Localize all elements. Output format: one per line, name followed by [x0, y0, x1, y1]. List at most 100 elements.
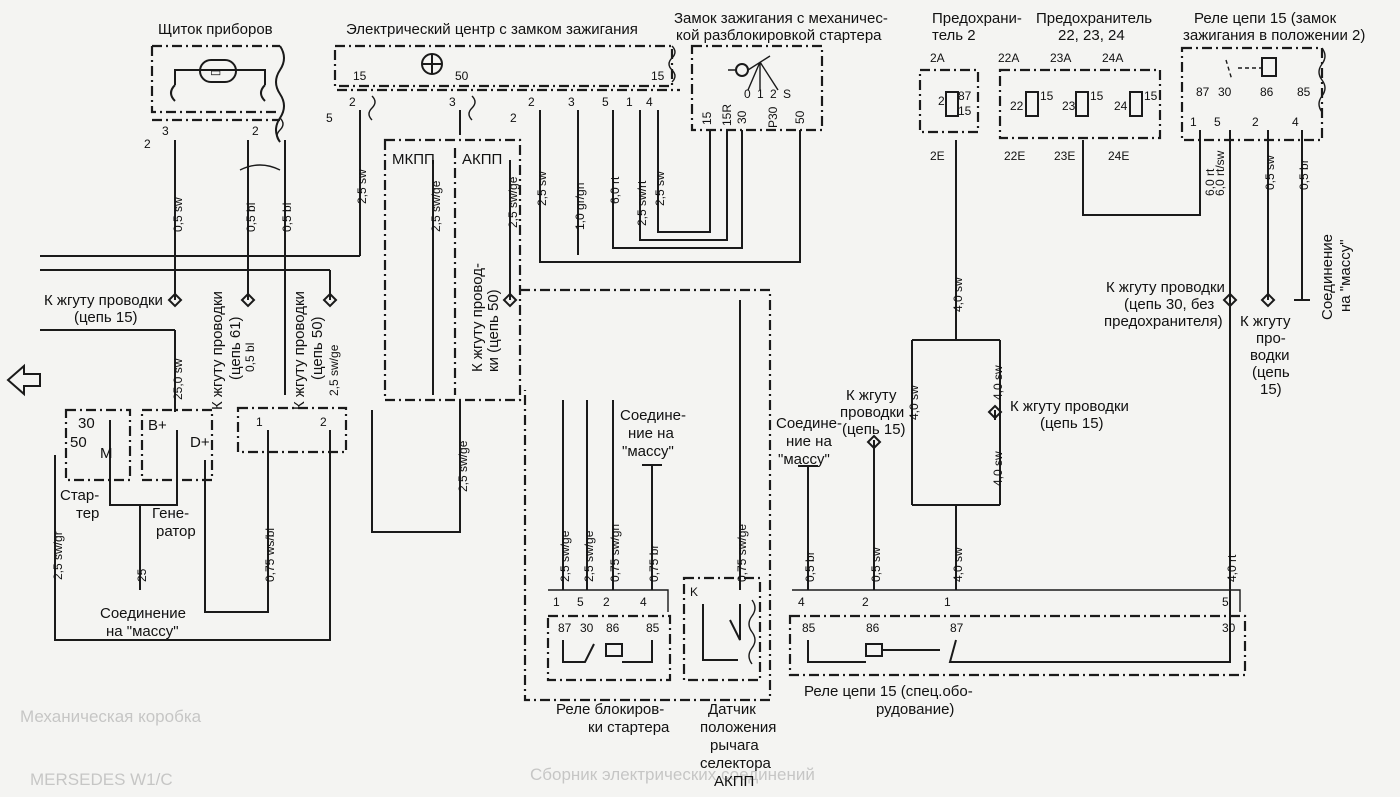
- sensor-label-5: АКПП: [714, 773, 754, 790]
- svg-text:3: 3: [449, 95, 456, 109]
- ground2-label: Соедине-: [620, 407, 686, 424]
- wire-label: 0,75 sw/gn: [608, 524, 622, 582]
- wire-label: 4,0 sw: [951, 277, 965, 312]
- svg-text:2: 2: [528, 95, 535, 109]
- harness-30: К жгуту проводки: [1106, 279, 1225, 296]
- wire-label: 0,5 bl: [243, 343, 257, 372]
- wire-label: 0,75 sw/ge: [735, 524, 749, 582]
- fuse2-label-2: тель 2: [932, 27, 976, 44]
- ground1-label-2: на "массу": [106, 623, 179, 640]
- relay15-label-1: Реле цепи 15 (замок: [1194, 10, 1337, 27]
- wires: [40, 110, 1303, 702]
- svg-text:15: 15: [958, 104, 972, 118]
- ghost-line-0: МЕRSЕDЕS W1/С: [30, 770, 173, 789]
- tag-22a: 22A: [998, 51, 1019, 65]
- sensor-label-2: положения: [700, 719, 776, 736]
- svg-text:5: 5: [602, 95, 609, 109]
- wire-label: 4,0 sw: [907, 385, 921, 420]
- svg-text:85: 85: [646, 621, 660, 635]
- relay15-label-2: зажигания в положении 2): [1183, 27, 1365, 44]
- svg-text:2: 2: [938, 94, 945, 108]
- electric-center-label: Электрический центр с замком зажигания: [346, 21, 638, 38]
- svg-text:23: 23: [1062, 99, 1076, 113]
- starter-lock-relay-label: Реле блокиров-: [556, 701, 664, 718]
- wire-label: 25,0 sw: [171, 358, 185, 400]
- wire-label: 2,5 sw/ge: [582, 530, 596, 582]
- svg-text:22: 22: [1010, 99, 1024, 113]
- harness-15-left-2: (цепь 15): [74, 309, 138, 326]
- ground1-label: Соединение: [100, 605, 186, 622]
- harness-15-mid-3: (цепь 15): [842, 421, 906, 438]
- ground3-label-2: ние на: [786, 433, 832, 450]
- pin-b-plus: B+: [148, 417, 167, 434]
- svg-text:15: 15: [1144, 89, 1158, 103]
- wire-label: 2,5 sw: [535, 171, 549, 206]
- sensor-label-4: селектора: [700, 755, 772, 772]
- svg-text:87: 87: [558, 621, 572, 635]
- ghost-line-1: Механическая коробка: [20, 707, 202, 726]
- wire-label: 1,0 gr/gn: [573, 183, 587, 230]
- instrument-panel-label: Щиток приборов: [158, 21, 273, 38]
- wire-label: 2,5 sw/ge: [456, 440, 470, 492]
- wire-label: 0,5 sw: [869, 547, 883, 582]
- ground3-label: Соедине-: [776, 415, 842, 432]
- svg-text:4: 4: [1292, 115, 1299, 129]
- harness-50-2: (цепь 50): [309, 316, 326, 380]
- svg-text:5: 5: [1222, 595, 1229, 609]
- wire-label: 2,5 sw/ge: [506, 176, 520, 228]
- svg-text:3: 3: [568, 95, 575, 109]
- harness-30-2: (цепь 30, без: [1124, 296, 1214, 313]
- harness-15-far-5: 15): [1260, 381, 1282, 398]
- pin-30: 30: [78, 415, 95, 432]
- ground2-label-3: "массу": [622, 443, 674, 460]
- electric-center: Электрический центр с замком зажигания 1…: [326, 21, 680, 125]
- wire-label: 0,75 br: [647, 545, 661, 582]
- svg-text:2: 2: [320, 415, 327, 429]
- harness-15-far: К жгуту: [1240, 313, 1291, 330]
- svg-text:15: 15: [353, 69, 367, 83]
- svg-text:K: K: [690, 585, 698, 599]
- harness-15-mid-2: проводки: [840, 404, 904, 421]
- pin-d-plus: D+: [190, 434, 210, 451]
- svg-text:1: 1: [1190, 115, 1197, 129]
- tag-2a: 2A: [930, 51, 945, 65]
- svg-text:87: 87: [1196, 85, 1210, 99]
- svg-text:30: 30: [1222, 621, 1236, 635]
- harness-30-3: предохранителя): [1104, 313, 1223, 330]
- wire-label: 4,0 rt: [1225, 554, 1239, 582]
- starter-label: Стар-: [60, 487, 99, 504]
- left-arrow-icon: [6, 363, 41, 397]
- svg-text:3: 3: [162, 124, 169, 138]
- wire-label: 4,0 sw: [991, 365, 1005, 400]
- fuse2-label-1: Предохрани-: [932, 10, 1022, 27]
- wire-label: 6,0 rt: [1203, 168, 1217, 196]
- harness-k-2: ки (цепь 50): [485, 289, 502, 372]
- akpp-label: АКПП: [462, 151, 502, 168]
- mkpp-label: МКПП: [392, 151, 435, 168]
- svg-text:30: 30: [735, 110, 749, 124]
- harness-15-mid: К жгуту: [846, 387, 897, 404]
- svg-text:4: 4: [640, 595, 647, 609]
- wire-label: 0,5 bl: [244, 203, 258, 232]
- svg-text:86: 86: [606, 621, 620, 635]
- svg-text:S: S: [783, 87, 791, 101]
- svg-text:2: 2: [252, 124, 259, 138]
- svg-text:86: 86: [1260, 85, 1274, 99]
- ground4-label-2: на "массу": [1337, 239, 1354, 312]
- svg-text:15: 15: [651, 69, 665, 83]
- fuse22-label-1: Предохранитель: [1036, 10, 1152, 27]
- svg-text:2: 2: [770, 87, 777, 101]
- ground3-label-3: "массу": [778, 451, 830, 468]
- svg-text:2: 2: [510, 111, 517, 125]
- harness-15-far-4: (цепь: [1252, 364, 1290, 381]
- svg-text:15: 15: [1090, 89, 1104, 103]
- svg-text:15R: 15R: [720, 104, 734, 126]
- sensor-label-3: рычага: [710, 737, 759, 754]
- ignition-lock-label-2: кой разблокировкой стартера: [676, 27, 882, 44]
- bleed-through-text: Механическая коробка МЕRSЕDЕS W1/С Сборн…: [20, 707, 815, 789]
- svg-text:87: 87: [950, 621, 964, 635]
- ghost-line-2: Сборник электрических соединений: [530, 765, 815, 784]
- svg-text:30: 30: [1218, 85, 1232, 99]
